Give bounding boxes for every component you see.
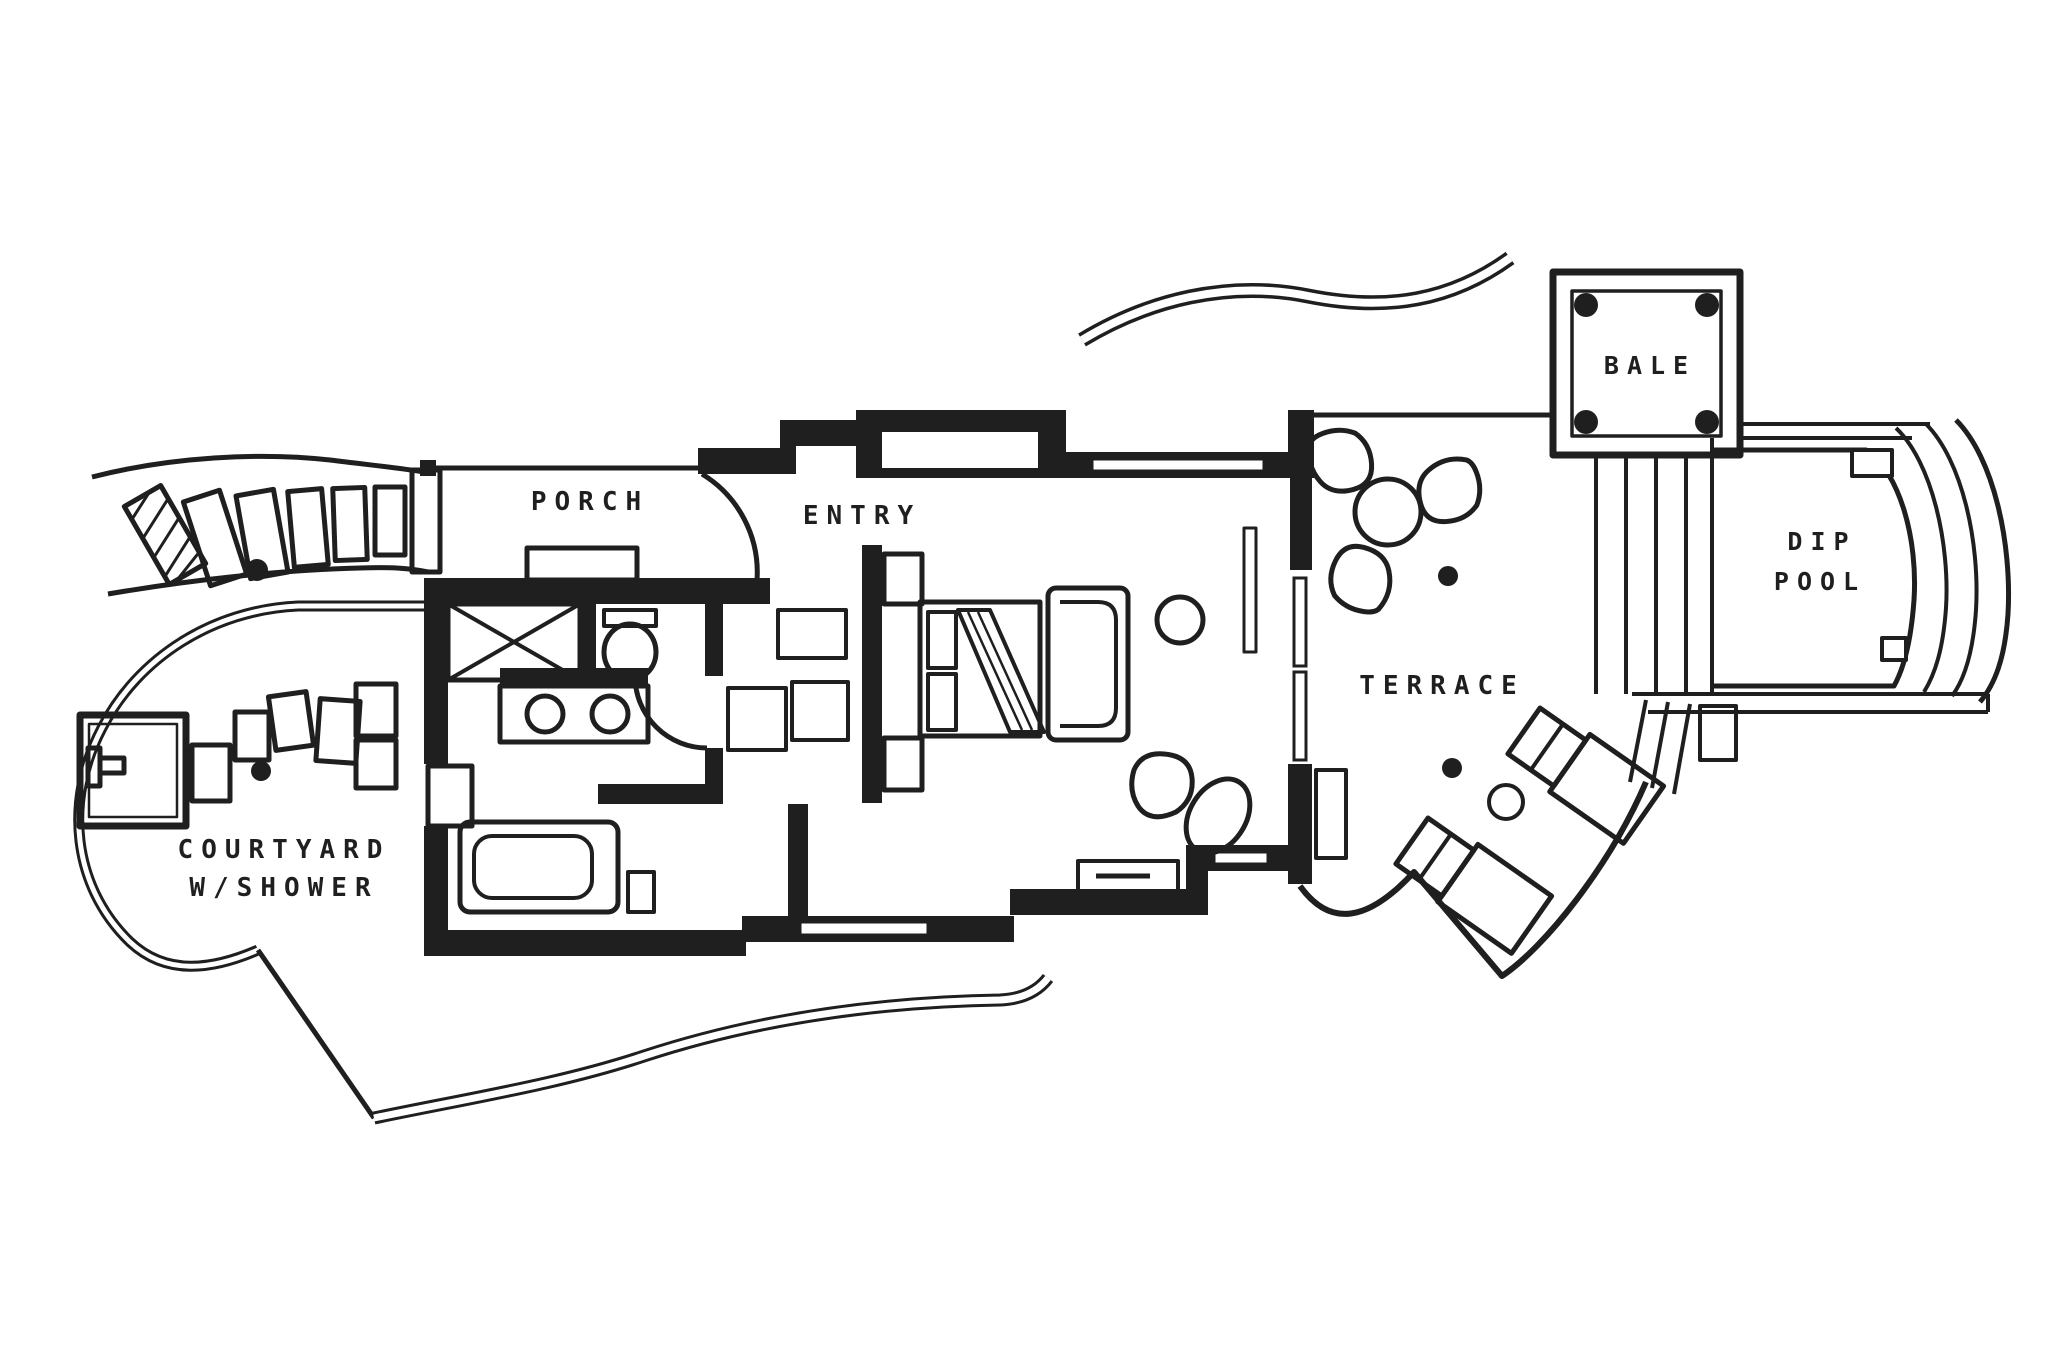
entry-door-arc [700, 471, 760, 581]
stepping-stone [330, 484, 370, 564]
dining-chair [1416, 456, 1483, 525]
stepping-stone [285, 486, 331, 570]
terrace-dot [1442, 758, 1462, 778]
path-marker-dot [246, 559, 268, 581]
dining-table [1352, 476, 1424, 548]
terrace-curved-edge [1297, 780, 1649, 979]
lounge-side-table [1487, 783, 1525, 821]
bale-post [1695, 293, 1719, 317]
bed [917, 599, 1046, 739]
entry-closet [790, 680, 850, 742]
glass-panel [1242, 526, 1258, 654]
south-window [798, 920, 930, 937]
bathroom-area [445, 590, 808, 918]
bay-window [878, 428, 1042, 472]
courtyard-dot [251, 761, 271, 781]
entry-area: ENTRY [726, 501, 921, 752]
dining-chair [1328, 543, 1393, 615]
pool-edge-band [1954, 418, 2012, 704]
bale-pavilion: BALE [1549, 268, 1744, 694]
vanity [497, 668, 651, 745]
headboard-wall [862, 545, 882, 803]
west-wall [424, 578, 448, 764]
nightstand [881, 551, 925, 607]
bedroom-area [862, 526, 1258, 893]
pool-step [1850, 448, 1894, 478]
label-bale: BALE [1604, 351, 1696, 380]
egg-chair [1183, 776, 1253, 856]
west-wall [424, 826, 448, 956]
stepping-stone [372, 484, 408, 558]
bale-deck-boards [1594, 458, 1688, 694]
entry-stone-path [91, 453, 443, 597]
garden-wave-path [372, 973, 1054, 1125]
bale-post [1574, 410, 1598, 434]
pool-step-mat [1698, 704, 1738, 762]
pool-edge-band [1894, 426, 1949, 694]
pillow [926, 672, 958, 732]
bath-stool [626, 870, 656, 914]
bathtub-icon [457, 819, 621, 915]
courtyard-shower-area: COURTYARD W/SHOWER [76, 681, 475, 903]
label-entry: ENTRY [803, 501, 921, 531]
courtyard-stepping-stones [189, 681, 475, 829]
label-dip: DIP [1787, 527, 1856, 556]
sink-icon [589, 693, 631, 735]
door-jamb-wall [705, 590, 723, 676]
path-bottom-edge [107, 565, 429, 597]
bale-inner [1570, 289, 1723, 438]
label-pool: POOL [1774, 567, 1866, 596]
lounge-chair [1505, 705, 1667, 846]
clerestory-window [1090, 457, 1266, 473]
terrace-steps [1628, 699, 1692, 795]
garden-edge-line [255, 948, 377, 1120]
pool-step [1880, 636, 1908, 662]
shore-wave-path [1078, 251, 1515, 347]
partition-wall [582, 604, 596, 678]
glass-door-leaf [1292, 670, 1308, 762]
stepping-stone [180, 487, 250, 589]
stepping-stone-hatched [121, 483, 209, 587]
label-courtyard-line1: COURTYARD [178, 835, 391, 865]
porch-area: PORCH [524, 471, 760, 583]
label-courtyard-line2: W/SHOWER [189, 873, 378, 903]
entry-closet [776, 608, 848, 660]
tv-bench [1076, 859, 1180, 893]
glass-door-leaf [1292, 576, 1308, 668]
bale-outline [1549, 268, 1744, 459]
bale-post [1574, 293, 1598, 317]
south-window [1212, 850, 1270, 866]
porch-wall-cap [420, 460, 436, 476]
terrace-dot [1438, 566, 1458, 586]
dining-chair [1306, 427, 1375, 494]
pool-edge-band [1924, 422, 1979, 698]
blanket-fold [956, 608, 1046, 734]
stepping-stone [233, 486, 291, 582]
side-table [1154, 594, 1206, 646]
egg-chair [1129, 751, 1195, 820]
bale-post [1695, 410, 1719, 434]
porch-bench [524, 545, 640, 583]
pillow [926, 610, 958, 670]
label-porch: PORCH [531, 487, 649, 517]
shower-pad [76, 711, 190, 830]
tub-room-wall [788, 804, 808, 918]
terrace-area: TERRACE [1297, 412, 1738, 979]
porch-landing [409, 467, 443, 575]
shower-faucet-icon [85, 745, 127, 789]
terrace-bench [1314, 768, 1348, 860]
dip-pool-area: DIP POOL [1632, 418, 2012, 714]
label-terrace: TERRACE [1359, 671, 1525, 701]
sofa [1045, 585, 1131, 743]
sink-icon [524, 693, 566, 735]
path-top-edge [91, 453, 425, 480]
nightstand [881, 735, 925, 793]
lounge-chair [1393, 815, 1555, 956]
bath-door-arc [632, 675, 708, 751]
entry-closet [726, 686, 788, 752]
